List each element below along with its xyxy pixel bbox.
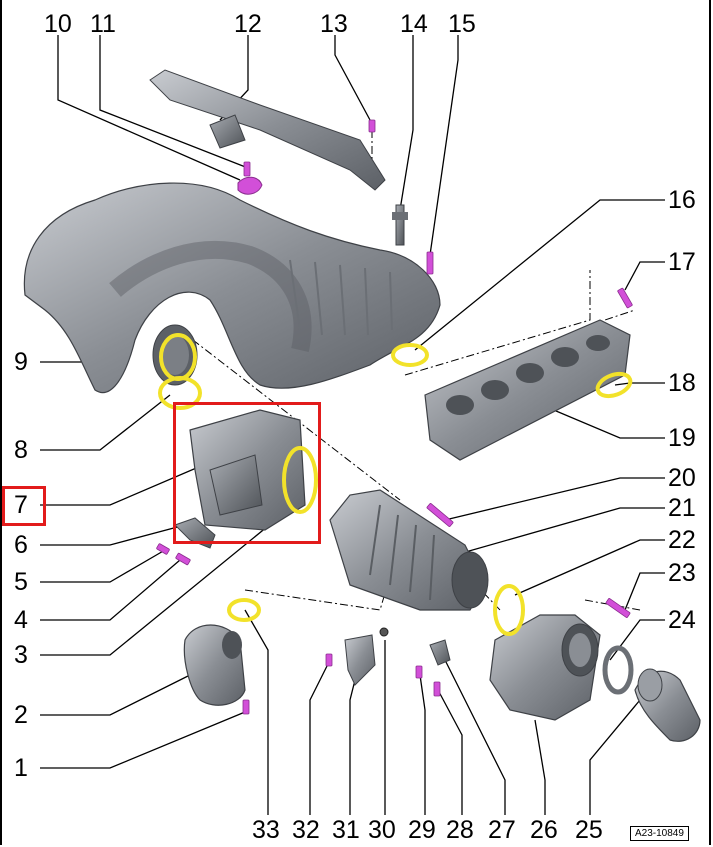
bolt-part-5 — [156, 543, 170, 555]
bolt-part-15 — [426, 251, 434, 275]
part-label-26: 26 — [530, 816, 558, 844]
bolt-part-23 — [605, 598, 631, 618]
part-label-2: 2 — [14, 701, 28, 729]
part-label-29: 29 — [408, 816, 436, 844]
part-label-10: 10 — [44, 10, 72, 38]
part-label-4: 4 — [14, 606, 28, 634]
hose-clamp-part — [602, 645, 634, 695]
part-label-9: 9 — [14, 348, 28, 376]
throttle-module-part — [489, 614, 601, 721]
seal-part-33 — [227, 598, 261, 622]
bolt-part-20 — [426, 503, 454, 527]
part-label-27: 27 — [488, 816, 516, 844]
part-label-21: 21 — [668, 494, 696, 522]
part-label-1: 1 — [14, 754, 28, 782]
part-label-20: 20 — [668, 464, 696, 492]
bolt-part-28 — [433, 681, 441, 697]
part-label-23: 23 — [668, 559, 696, 587]
part-label-17: 17 — [668, 248, 696, 276]
part-label-15: 15 — [448, 10, 476, 38]
bolt-part-29 — [415, 665, 423, 679]
part-label-28: 28 — [446, 816, 474, 844]
bolt-part-32 — [325, 653, 333, 667]
part-label-19: 19 — [668, 424, 696, 452]
seal-part-16 — [391, 343, 429, 367]
small-bracket-part — [344, 634, 376, 686]
part-label-8: 8 — [14, 436, 28, 464]
hose-part — [634, 668, 701, 742]
part-label-22: 22 — [668, 526, 696, 554]
bolt-part-4 — [175, 552, 191, 566]
highlight-box-label-7 — [2, 486, 46, 526]
part-label-7: 7 — [14, 491, 28, 519]
seals — [158, 333, 633, 636]
part-label-11: 11 — [90, 10, 116, 38]
part-label-6: 6 — [14, 531, 28, 559]
intake-manifold-part — [23, 182, 441, 394]
flap-housing-part — [189, 409, 306, 531]
stud-part — [392, 204, 408, 246]
elbow-pipe-part — [183, 624, 246, 706]
bolt-part-17 — [617, 287, 633, 309]
bolt-part-13 — [368, 119, 376, 133]
part-label-32: 32 — [292, 816, 320, 844]
part-label-31: 31 — [332, 816, 360, 844]
part-label-5: 5 — [14, 568, 28, 596]
part-label-12: 12 — [234, 10, 262, 38]
intake-pipe-part — [329, 489, 489, 611]
bolt-part-11 — [243, 161, 251, 177]
leader-lines — [40, 35, 665, 815]
clip-part — [429, 639, 451, 666]
part-label-16: 16 — [668, 186, 696, 214]
seal-part-3 — [282, 446, 318, 514]
upper-bracket-part — [149, 69, 386, 191]
part-label-3: 3 — [14, 641, 28, 669]
part-label-18: 18 — [668, 369, 696, 397]
highlight-box-flap-housing — [173, 402, 321, 544]
clip-part-10 — [237, 176, 263, 195]
part-label-13: 13 — [320, 10, 348, 38]
seal-part-8b — [158, 376, 202, 410]
part-label-30: 30 — [368, 816, 396, 844]
seal-part-22 — [493, 584, 525, 636]
seal-part-18 — [595, 371, 633, 399]
bolts — [156, 119, 633, 715]
nut-part-30 — [379, 627, 389, 637]
bolt-part-1 — [242, 699, 250, 715]
part-label-25: 25 — [575, 816, 603, 844]
part-label-24: 24 — [668, 606, 696, 634]
part-label-14: 14 — [400, 10, 428, 38]
part-label-33: 33 — [252, 816, 280, 844]
figure-reference-code: A23-10849 — [630, 826, 689, 841]
